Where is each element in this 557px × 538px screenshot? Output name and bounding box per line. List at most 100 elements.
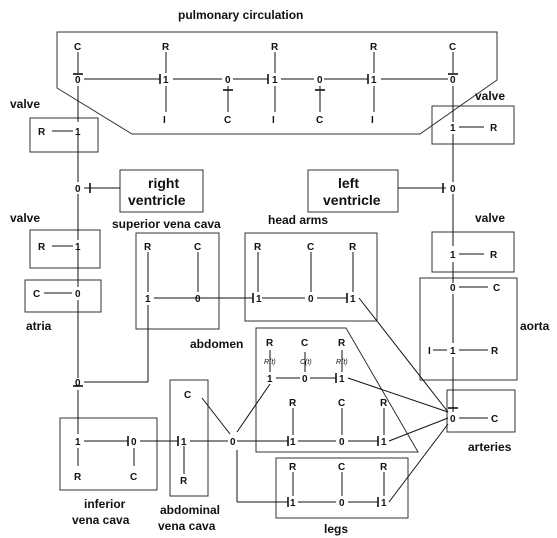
abd-c-small: C(t)	[300, 359, 312, 366]
valve-top-left-box	[29, 117, 99, 153]
abdominal-vena-cava-label-line-2: vena cava	[158, 519, 216, 533]
bond-lines	[44, 52, 488, 503]
valve-tl-r: R	[38, 127, 46, 138]
right-column-nodes: 1 R 0 1 R 0 C I 1 R 0 C	[428, 123, 500, 425]
pulmonary-junction-1-b: 1	[272, 75, 278, 86]
aorta-junction-0: 0	[450, 283, 456, 294]
pulmonary-i-2: I	[272, 115, 275, 126]
left-column-nodes: R 1 0 R 1 C 0 0	[33, 127, 81, 389]
svc-r: R	[144, 242, 152, 253]
ha-r-2: R	[349, 242, 357, 253]
abd-r-small-1: R(t)	[264, 359, 276, 366]
valve-label-top-right: valve	[475, 89, 505, 103]
right-ventricle-label-line-2: ventricle	[128, 192, 186, 208]
atria-c: C	[33, 289, 40, 300]
pulmonary-junction-1-c: 1	[371, 75, 377, 86]
legs-c: C	[338, 462, 345, 473]
pulmonary-c-2: C	[449, 42, 456, 53]
legs-junction-1-b: 1	[381, 498, 387, 509]
legs-nodes: R C R 1 0 1	[289, 462, 388, 509]
valve-mid-right-box	[431, 231, 515, 273]
legs-r-2: R	[380, 462, 388, 473]
left-ventricle-label-line-1: left	[338, 175, 359, 191]
left-ventricle-box	[307, 169, 399, 213]
abd-junction-1-b: 1	[339, 374, 345, 385]
pulmonary-c-3: C	[224, 115, 231, 126]
legs-junction-1-a: 1	[290, 498, 296, 509]
valve-tr-junction-1: 1	[450, 123, 456, 134]
pulmonary-c-4: C	[316, 115, 323, 126]
svc-c: C	[194, 242, 201, 253]
left-ventricle-label-line-2: ventricle	[323, 192, 381, 208]
valve-top-right-box	[431, 105, 515, 145]
abd-junction-1-c: 1	[290, 437, 296, 448]
right-ventricle-label-line-1: right	[148, 175, 179, 191]
pulmonary-nodes: C R R R C 0 1 0 1 0 1 0 I C I C I	[74, 42, 456, 126]
pulmonary-i-3: I	[371, 115, 374, 126]
pulmonary-circulation-box	[56, 31, 498, 135]
abd-r-small-2: R(t)	[336, 359, 348, 366]
pulmonary-r-3: R	[370, 42, 378, 53]
valve-ml-r: R	[38, 242, 46, 253]
abd-c-2: C	[338, 398, 345, 409]
abd-r-4: R	[380, 398, 388, 409]
abd-junction-1-a: 1	[267, 374, 273, 385]
abdominal-vena-cava-box	[169, 379, 209, 497]
inferior-vena-cava-label-line-2: vena cava	[72, 513, 130, 527]
pulmonary-circulation-label: pulmonary circulation	[178, 8, 303, 22]
ha-junction-1-b: 1	[350, 294, 356, 305]
lv-junction-0: 0	[450, 184, 456, 195]
legs-box	[275, 457, 409, 519]
ha-junction-0: 0	[308, 294, 314, 305]
superior-vena-cava-box	[135, 232, 220, 330]
head-arms-label: head arms	[268, 213, 328, 227]
legs-r-1: R	[289, 462, 297, 473]
legs-label: legs	[324, 522, 348, 536]
rv-junction-0: 0	[75, 184, 81, 195]
svc-junction-0: 0	[195, 294, 201, 305]
abdomen-box	[255, 327, 419, 453]
head-arms-box	[244, 232, 378, 322]
central-junction-0: 0	[230, 437, 236, 448]
abd-junction-0-b: 0	[339, 437, 345, 448]
atria-label: atria	[26, 319, 52, 333]
abdominal-vena-cava-label-line-1: abdominal	[160, 503, 220, 517]
arteries-c: C	[491, 414, 498, 425]
aorta-box	[419, 277, 518, 381]
ha-junction-1-a: 1	[256, 294, 262, 305]
valve-label-mid-left: valve	[10, 211, 40, 225]
avc-r: R	[180, 476, 188, 487]
avc-c: C	[184, 390, 191, 401]
pulmonary-r-1: R	[162, 42, 170, 53]
inferior-vena-cava-box	[59, 417, 158, 491]
superior-vena-cava-label: superior vena cava	[112, 217, 221, 231]
svc-junction-1: 1	[145, 294, 151, 305]
right-ventricle-box	[119, 169, 204, 213]
ivc-junction-1: 1	[75, 437, 81, 448]
atria-box	[24, 279, 102, 313]
ivc-junction-0: 0	[131, 437, 137, 448]
avc-junction-1: 1	[181, 437, 187, 448]
pulmonary-junction-0-c: 0	[317, 75, 323, 86]
valve-mr-junction-1: 1	[450, 250, 456, 261]
valve-tl-junction-1: 1	[75, 127, 81, 138]
region-labels: pulmonary circulation valve valve valve …	[10, 8, 550, 536]
valve-mid-left-box	[29, 229, 101, 269]
vc-junction-0: 0	[75, 378, 81, 389]
inferior-vena-cava-label-line-1: inferior	[84, 497, 126, 511]
ha-r-1: R	[254, 242, 262, 253]
pulmonary-i-1: I	[163, 115, 166, 126]
arteries-label: arteries	[468, 440, 512, 454]
aorta-c: C	[493, 283, 500, 294]
aorta-junction-1: 1	[450, 346, 456, 357]
pulmonary-junction-0-a: 0	[75, 75, 81, 86]
valve-ml-junction-1: 1	[75, 242, 81, 253]
abdomen-label: abdomen	[190, 337, 243, 351]
pulmonary-junction-0-b: 0	[225, 75, 231, 86]
abdomen-nodes: R C R R(t) C(t) R(t) 1 0 1 R C R 1 0 1	[264, 338, 388, 448]
aorta-r: R	[491, 346, 499, 357]
legs-junction-0: 0	[339, 498, 345, 509]
ivc-c: C	[130, 472, 137, 483]
